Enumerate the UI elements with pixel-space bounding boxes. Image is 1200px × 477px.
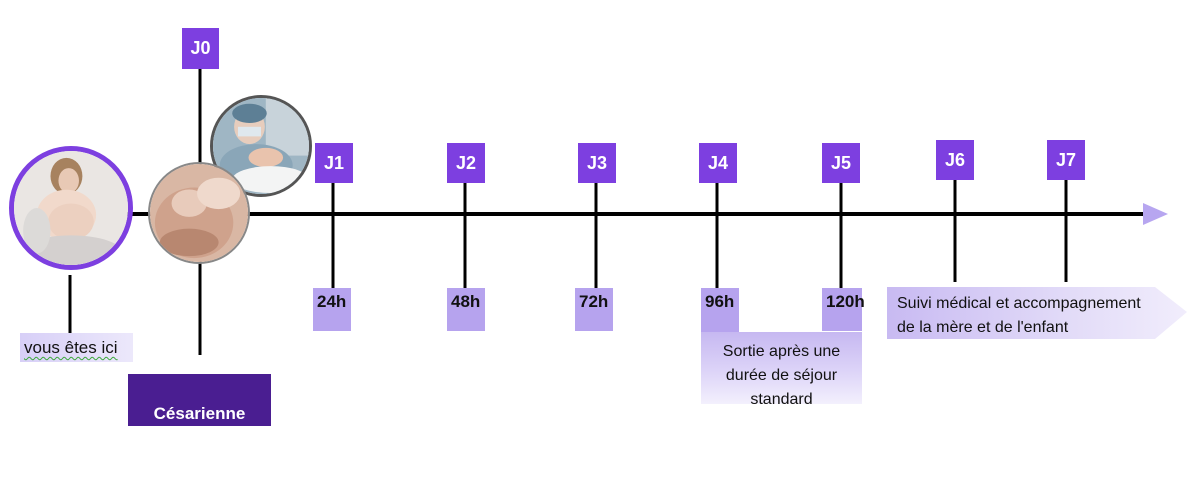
hour-box-24h: 24h: [313, 288, 351, 331]
hour-box-48h: 48h: [447, 288, 485, 331]
you-are-here-label: vous êtes ici: [20, 333, 133, 362]
day-box-j6: J6: [936, 140, 974, 180]
day-box-j2: J2: [447, 143, 485, 183]
pregnant-woman-photo: [9, 146, 133, 270]
procedure-box: Césarienne: [128, 374, 271, 426]
hour-box-96h: 96h: [701, 288, 739, 332]
you-are-here-text: vous êtes ici: [24, 338, 118, 357]
hour-box-120h: 120h: [822, 288, 865, 331]
followup-note: Suivi médical et accompagnement de la mè…: [897, 295, 1141, 336]
day-box-j5: J5: [822, 143, 860, 183]
day-box-j0: J0: [182, 28, 219, 69]
followup-arrow-band: [887, 287, 1187, 339]
day-box-j7: J7: [1047, 140, 1085, 180]
day-box-j4: J4: [699, 143, 737, 183]
day-box-j1: J1: [315, 143, 353, 183]
newborn-photo: [148, 162, 250, 264]
hour-box-72h: 72h: [575, 288, 613, 331]
day-box-j3: J3: [578, 143, 616, 183]
timeline-arrowhead: [1143, 203, 1168, 225]
discharge-note: Sortie après une durée de séjour standar…: [701, 332, 862, 408]
